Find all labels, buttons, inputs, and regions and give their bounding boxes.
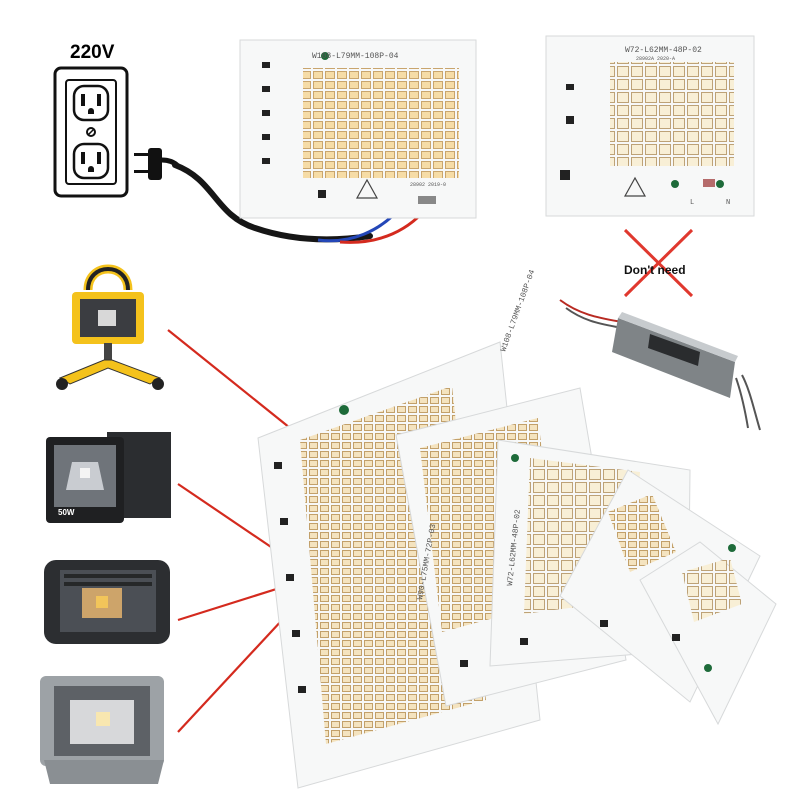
flood-light-silver bbox=[40, 676, 164, 784]
flood-light-grille bbox=[44, 560, 170, 644]
flood-light-wattage: 50W bbox=[58, 508, 75, 517]
board-date-top-left: 28902 2019-0 bbox=[410, 182, 446, 188]
board-code-top-right: W72-L62MM-48P-02 bbox=[625, 46, 702, 55]
power-plug bbox=[134, 148, 180, 180]
led-board-top-left: W108-L79MM-108P-04 28902 2019-0 bbox=[239, 39, 477, 219]
flood-light-black: 50W bbox=[46, 432, 171, 523]
wall-outlet bbox=[53, 66, 129, 198]
work-light-yellow bbox=[56, 264, 164, 390]
led-board-top-right: W72-L62MM-48P-02 28902A 2020-A L N bbox=[545, 35, 755, 217]
board-code-top-left: W108-L79MM-108P-04 bbox=[312, 52, 399, 61]
dont-need-label: Don't need bbox=[624, 263, 686, 277]
voltage-label: 220V bbox=[70, 42, 115, 63]
no-driver-notice: Don't need bbox=[623, 228, 694, 298]
board-date-top-right: 28902A 2020-A bbox=[636, 56, 675, 62]
stack-code-large: W108-L79MM-108P-04 bbox=[499, 269, 537, 353]
pin-label-n: N bbox=[726, 199, 730, 207]
led-driver bbox=[559, 299, 761, 431]
pin-label-l: L bbox=[690, 199, 694, 207]
board-stack-tiny bbox=[639, 541, 777, 726]
